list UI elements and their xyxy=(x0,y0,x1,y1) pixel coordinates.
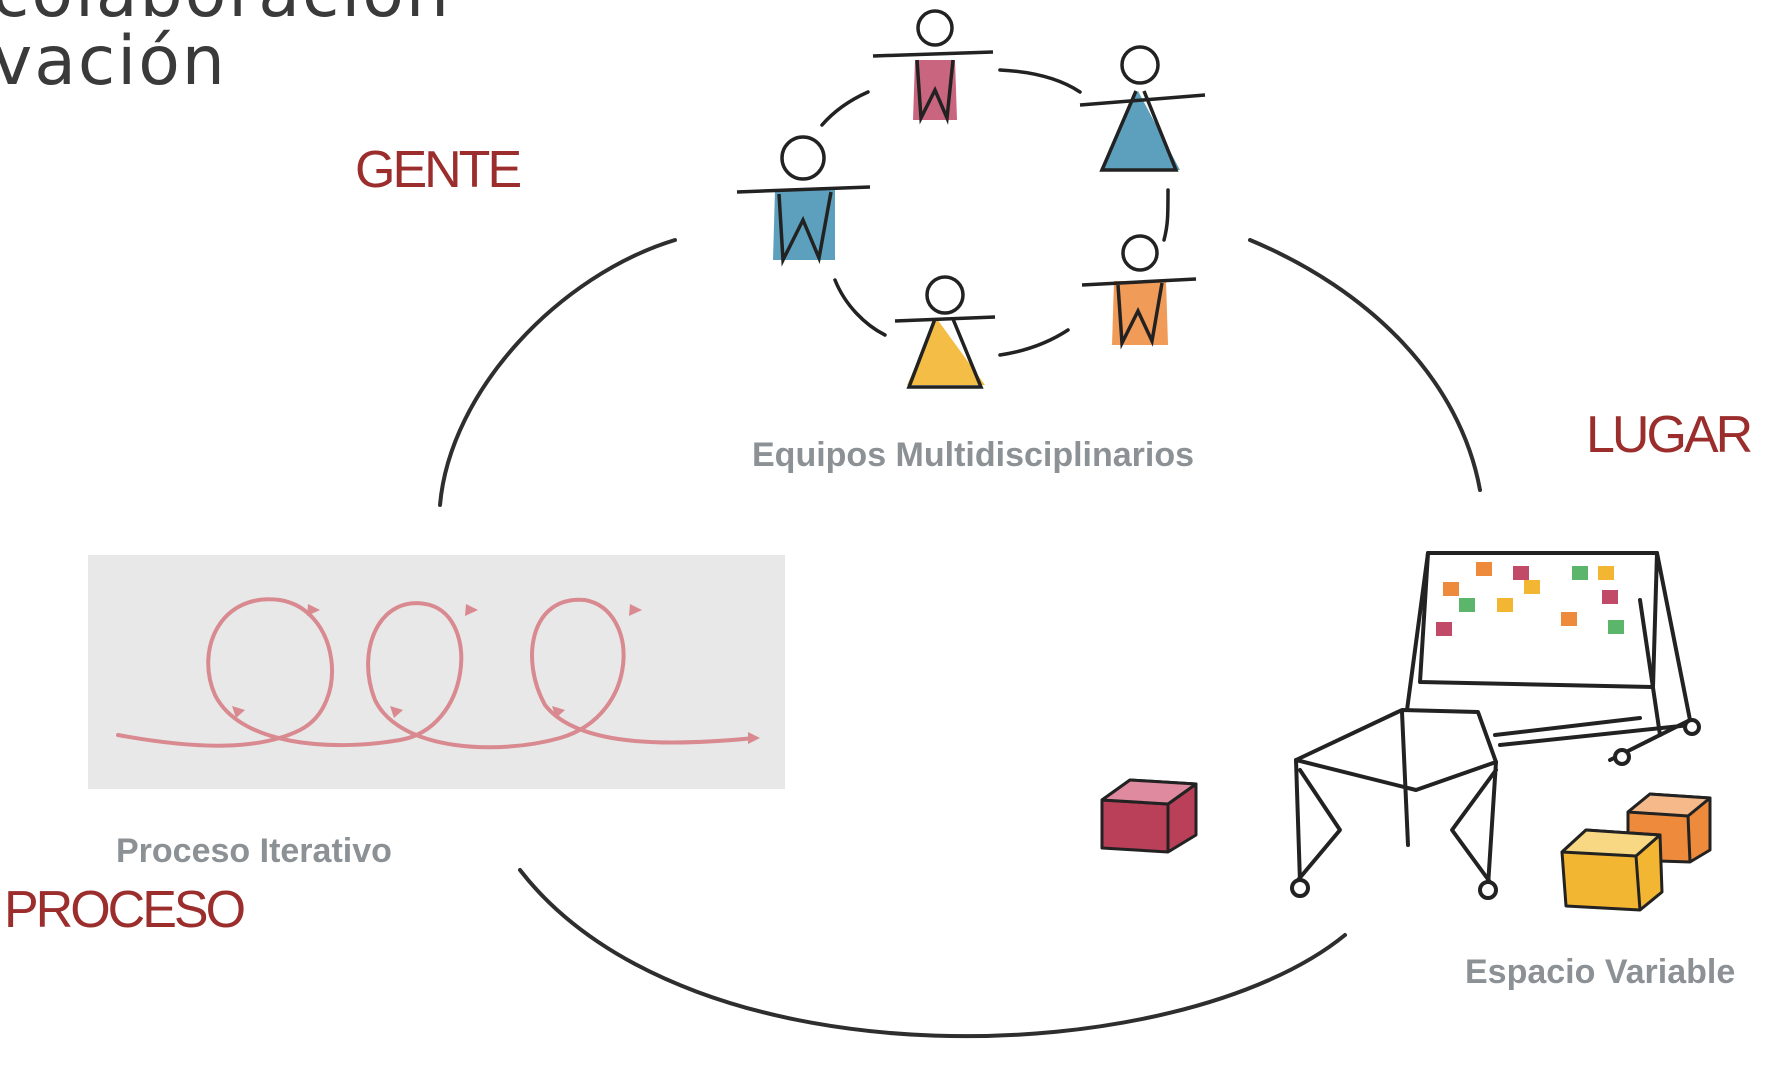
arc-place-to-process xyxy=(518,868,1347,1039)
team-member-yellow xyxy=(894,275,996,389)
team-member-pink xyxy=(872,9,994,125)
team-member-blue-left xyxy=(736,135,871,267)
red-cube xyxy=(1100,778,1198,854)
caption-equipos: Equipos Multidisciplinarios xyxy=(752,436,1195,474)
team-circle-icon xyxy=(736,9,1206,389)
sticky-notes xyxy=(1436,562,1624,636)
yellow-cube xyxy=(1560,828,1664,912)
flexible-space-icon xyxy=(1100,551,1712,912)
slide-title-line-1: colaboración xyxy=(0,0,451,33)
arc-people-to-place xyxy=(1248,238,1482,492)
cycle-arcs xyxy=(438,238,1482,1039)
slide-title-line-2: vación xyxy=(0,22,227,101)
team-member-blue-right xyxy=(1079,45,1206,172)
caption-espacio: Espacio Variable xyxy=(1465,953,1736,991)
caption-proceso: Proceso Iterativo xyxy=(116,832,392,870)
label-proceso: PROCESO xyxy=(4,881,246,939)
arc-process-to-people xyxy=(438,238,677,507)
label-lugar: LUGAR xyxy=(1586,406,1753,464)
iterative-loops-icon xyxy=(88,555,785,789)
team-member-orange xyxy=(1081,234,1197,350)
label-gente: GENTE xyxy=(355,141,522,199)
